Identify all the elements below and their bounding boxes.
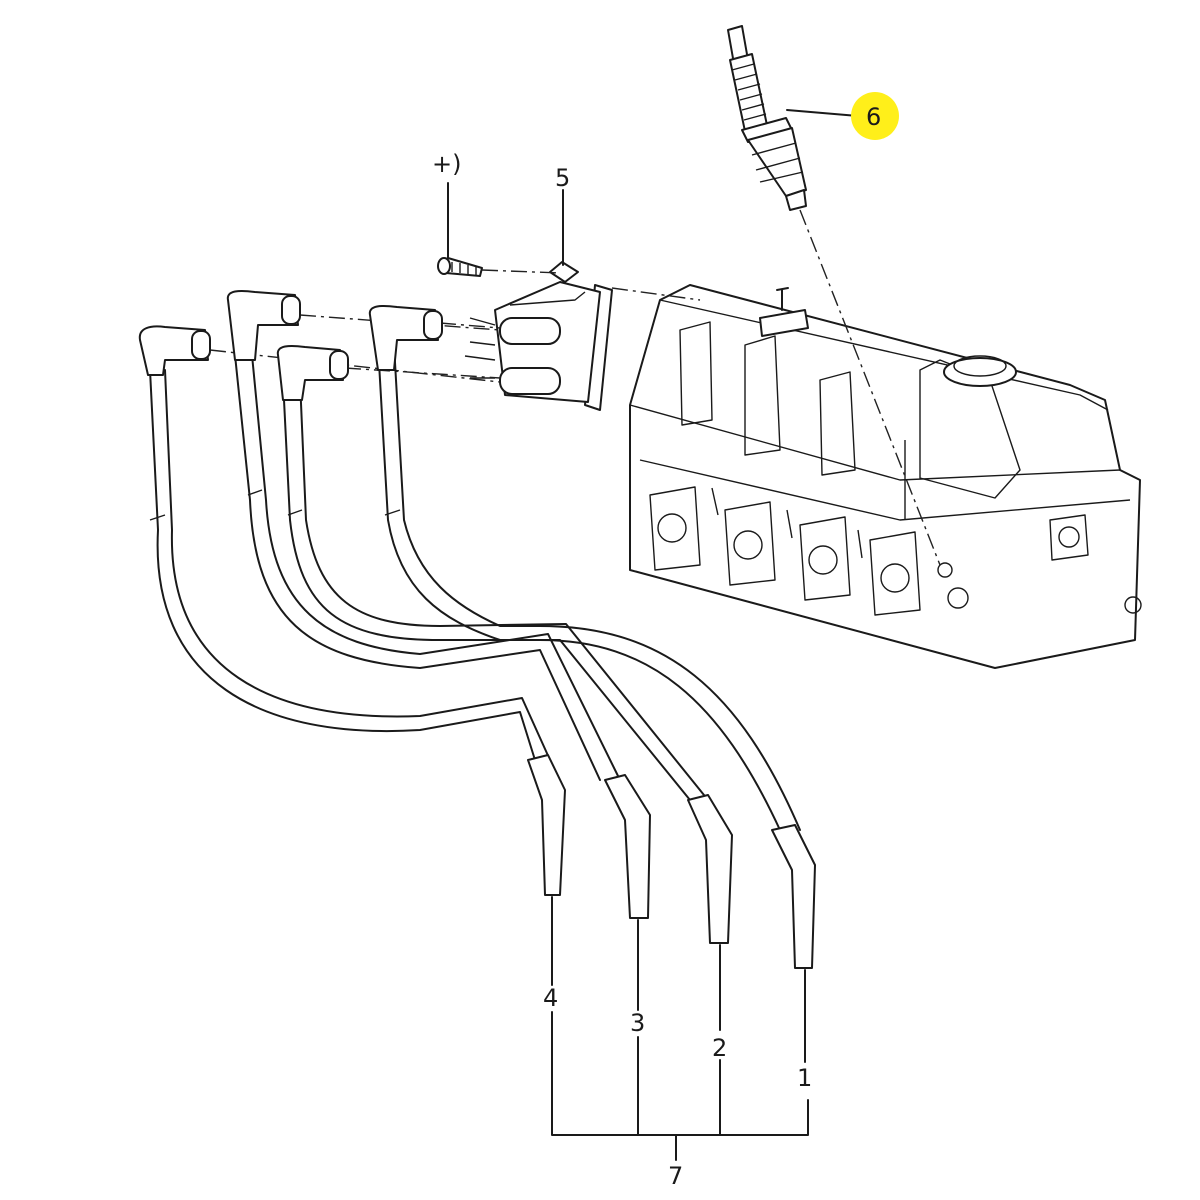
mounting-screw [437, 257, 483, 277]
leader-lines [447, 182, 809, 1161]
callout-lead-4: 4 [543, 984, 558, 1012]
callout-part-5: 5 [555, 164, 570, 192]
alignment-lines [209, 209, 941, 566]
highlight-marker [851, 92, 899, 140]
callout-plus-note: +) [432, 150, 461, 178]
ignition-leads [138, 290, 816, 969]
callout-part-7: 7 [668, 1162, 683, 1190]
cylinder-head [629, 284, 1142, 669]
spark-plug [727, 25, 859, 211]
callout-lead-1: 1 [797, 1064, 812, 1092]
exhaust-ports [649, 486, 921, 616]
callout-part-6: 6 [866, 103, 881, 131]
callout-lead-3: 3 [630, 1009, 645, 1037]
ignition-coil-pack [464, 261, 613, 411]
callout-lead-2: 2 [712, 1034, 727, 1062]
